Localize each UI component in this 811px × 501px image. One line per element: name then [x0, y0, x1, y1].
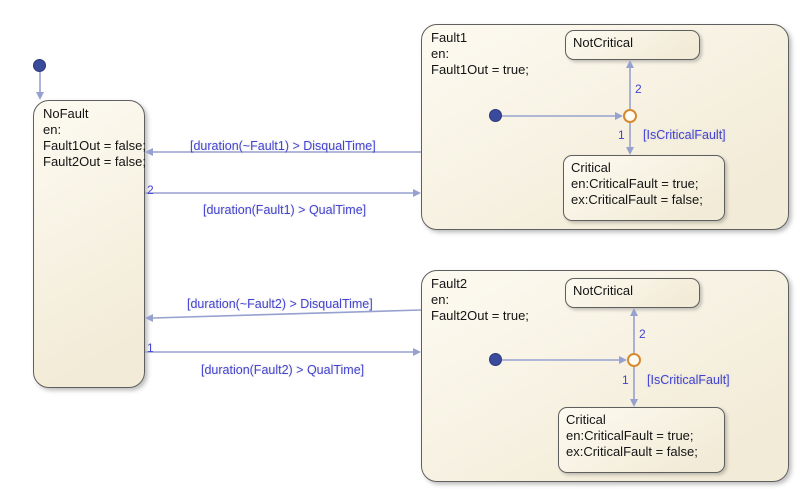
substate-fault2-critical[interactable]: Critical en:CriticalFault = true; ex:Cri…: [558, 407, 725, 473]
state-action-line: en:CriticalFault = true;: [571, 176, 699, 191]
transition-nofault-to-fault2[interactable]: [145, 348, 421, 356]
state-action-line: en:CriticalFault = true;: [566, 428, 694, 443]
transition-label-fault2-disqual[interactable]: [duration(~Fault2) > DisqualTime]: [187, 297, 373, 311]
default-transition-origin[interactable]: [33, 59, 46, 72]
default-transition-origin[interactable]: [489, 353, 502, 366]
transition-label-fault1-iscritical[interactable]: [IsCriticalFault]: [643, 128, 726, 142]
state-title: NoFault: [43, 106, 89, 121]
state-title: NotCritical: [573, 283, 633, 298]
state-title: Fault1: [431, 30, 468, 45]
substate-fault2-notcritical[interactable]: NotCritical: [565, 278, 700, 308]
transition-fault2-to-nofault[interactable]: [145, 309, 422, 322]
state-action-line: ex:CriticalFault = false;: [566, 444, 698, 459]
transition-priority-fault2-critical[interactable]: 1: [622, 373, 629, 387]
state-action-line: en:: [431, 46, 450, 61]
transition-priority-fault2-qual[interactable]: 1: [147, 341, 154, 355]
state-action-line: ex:CriticalFault = false;: [571, 192, 703, 207]
state-title: Critical: [571, 160, 611, 175]
state-action-line: Fault2Out = false;: [43, 154, 146, 169]
state-action-line: en:: [431, 292, 450, 307]
state-title: Critical: [566, 412, 606, 427]
transition-default-nofault[interactable]: [36, 72, 44, 100]
transition-label-fault2-qual[interactable]: [duration(Fault2) > QualTime]: [201, 363, 365, 377]
transition-label-fault2-iscritical[interactable]: [IsCriticalFault]: [647, 373, 730, 387]
connective-junction[interactable]: [623, 109, 637, 123]
state-title: Fault2: [431, 276, 468, 291]
state-action-line: Fault1Out = false;: [43, 138, 146, 153]
transition-label-fault1-disqual[interactable]: [duration(~Fault1) > DisqualTime]: [190, 139, 376, 153]
default-transition-origin[interactable]: [489, 109, 502, 122]
transition-priority-fault2-notcritical[interactable]: 2: [639, 327, 646, 341]
state-action-line: Fault1Out = true;: [431, 62, 529, 77]
transition-priority-fault1-qual[interactable]: 2: [147, 183, 154, 197]
transition-nofault-to-fault1[interactable]: [145, 189, 421, 197]
state-title: NotCritical: [573, 35, 633, 50]
substate-fault1-notcritical[interactable]: NotCritical: [565, 30, 700, 60]
state-action-line: Fault2Out = true;: [431, 308, 529, 323]
transition-priority-fault1-critical[interactable]: 1: [618, 128, 625, 142]
connective-junction[interactable]: [627, 353, 641, 367]
transition-priority-fault1-notcritical[interactable]: 2: [635, 82, 642, 96]
transition-label-fault1-qual[interactable]: [duration(Fault1) > QualTime]: [203, 203, 367, 217]
state-nofault[interactable]: NoFault en: Fault1Out = false; Fault2Out…: [33, 100, 146, 388]
substate-fault1-critical[interactable]: Critical en:CriticalFault = true; ex:Cri…: [563, 155, 725, 221]
state-action-line: en:: [43, 122, 62, 137]
